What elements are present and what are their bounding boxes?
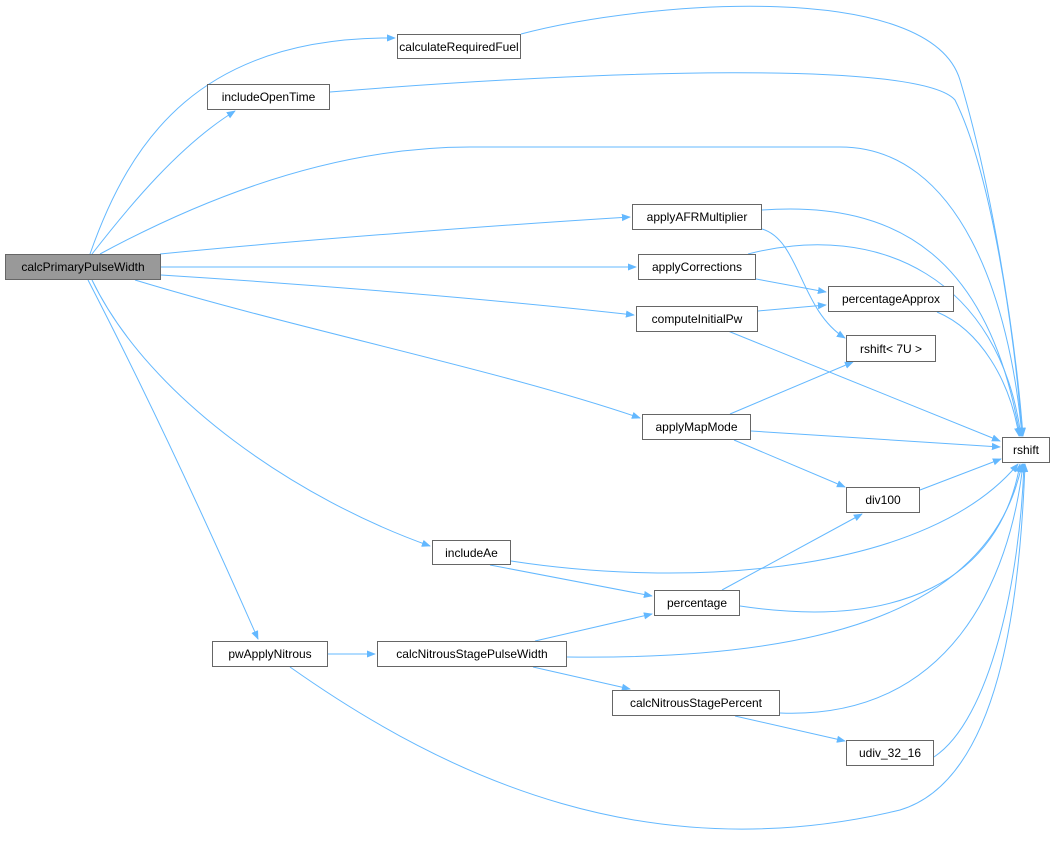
edge-calcNitrousStagePulseWidth-rshift: [566, 463, 1024, 658]
edge-root-rshift: [99, 146, 1025, 437]
node-applyCorrections[interactable]: applyCorrections: [638, 254, 756, 280]
node-applyAFRMultiplier[interactable]: applyAFRMultiplier: [632, 204, 762, 230]
node-div100[interactable]: div100: [846, 487, 920, 513]
node-percentageApprox[interactable]: percentageApprox: [828, 286, 954, 312]
edge-includeOpenTime-rshift: [329, 72, 1026, 437]
edge-root-includeAe: [91, 279, 431, 547]
edge-calculateRequiredFuel-rshift: [520, 5, 1026, 437]
edge-pwApplyNitrous-rshift: [289, 463, 1029, 830]
edge-computeInitialPw-percentageApprox: [757, 302, 827, 312]
edge-applyAFRMultiplier-rshift7U: [761, 228, 846, 339]
edge-computeInitialPw-rshift: [727, 330, 1001, 442]
edge-applyMapMode-rshift: [750, 430, 1001, 451]
edge-applyCorrections-percentageApprox: [755, 278, 827, 295]
node-includeAe[interactable]: includeAe: [432, 540, 511, 565]
node-applyMapMode[interactable]: applyMapMode: [642, 414, 751, 440]
edge-root-applyMapMode: [134, 279, 641, 419]
edge-applyMapMode-rshift7U: [729, 361, 854, 415]
node-includeOpenTime[interactable]: includeOpenTime: [207, 84, 330, 110]
node-pwApplyNitrous[interactable]: pwApplyNitrous: [212, 641, 328, 667]
edge-calcNitrousStagePulseWidth-percentage: [534, 612, 653, 642]
edge-applyCorrections-rshift: [747, 244, 1024, 437]
node-rshift-7U[interactable]: rshift< 7U >: [846, 335, 936, 362]
edge-percentageApprox-rshift: [936, 311, 1022, 437]
node-percentage[interactable]: percentage: [654, 590, 740, 616]
edge-calcNitrousStagePercent-rshift: [779, 463, 1026, 714]
node-calcNitrousStagePulseWidth[interactable]: calcNitrousStagePulseWidth: [377, 641, 567, 667]
edge-calcNitrousStagePulseWidth-calcNitrousStagePercent: [532, 666, 631, 691]
edge-root-includeOpenTime: [91, 110, 236, 255]
node-rshift[interactable]: rshift: [1002, 437, 1050, 463]
edge-root-calculateRequiredFuel: [89, 34, 396, 255]
edge-root-pwApplyNitrous: [87, 279, 259, 640]
node-calcNitrousStagePercent[interactable]: calcNitrousStagePercent: [612, 690, 780, 716]
edge-root-applyAFRMultiplier: [159, 213, 631, 255]
edge-root-computeInitialPw: [160, 274, 635, 318]
edge-includeAe-rshift: [510, 463, 1019, 574]
node-calcPrimaryPulseWidth[interactable]: calcPrimaryPulseWidth: [5, 254, 161, 280]
edge-includeAe-percentage: [489, 564, 653, 599]
node-computeInitialPw[interactable]: computeInitialPw: [636, 306, 758, 332]
edge-div100-rshift: [919, 458, 1002, 491]
edge-applyMapMode-div100: [733, 439, 846, 488]
node-udiv_32_16[interactable]: udiv_32_16: [846, 740, 934, 766]
edge-udiv_32_16-rshift: [933, 463, 1028, 758]
edge-calcNitrousStagePercent-udiv_32_16: [734, 715, 846, 743]
node-calculateRequiredFuel[interactable]: calculateRequiredFuel: [397, 34, 521, 59]
edge-applyAFRMultiplier-rshift: [761, 208, 1023, 437]
edge-percentage-div100: [721, 513, 863, 591]
